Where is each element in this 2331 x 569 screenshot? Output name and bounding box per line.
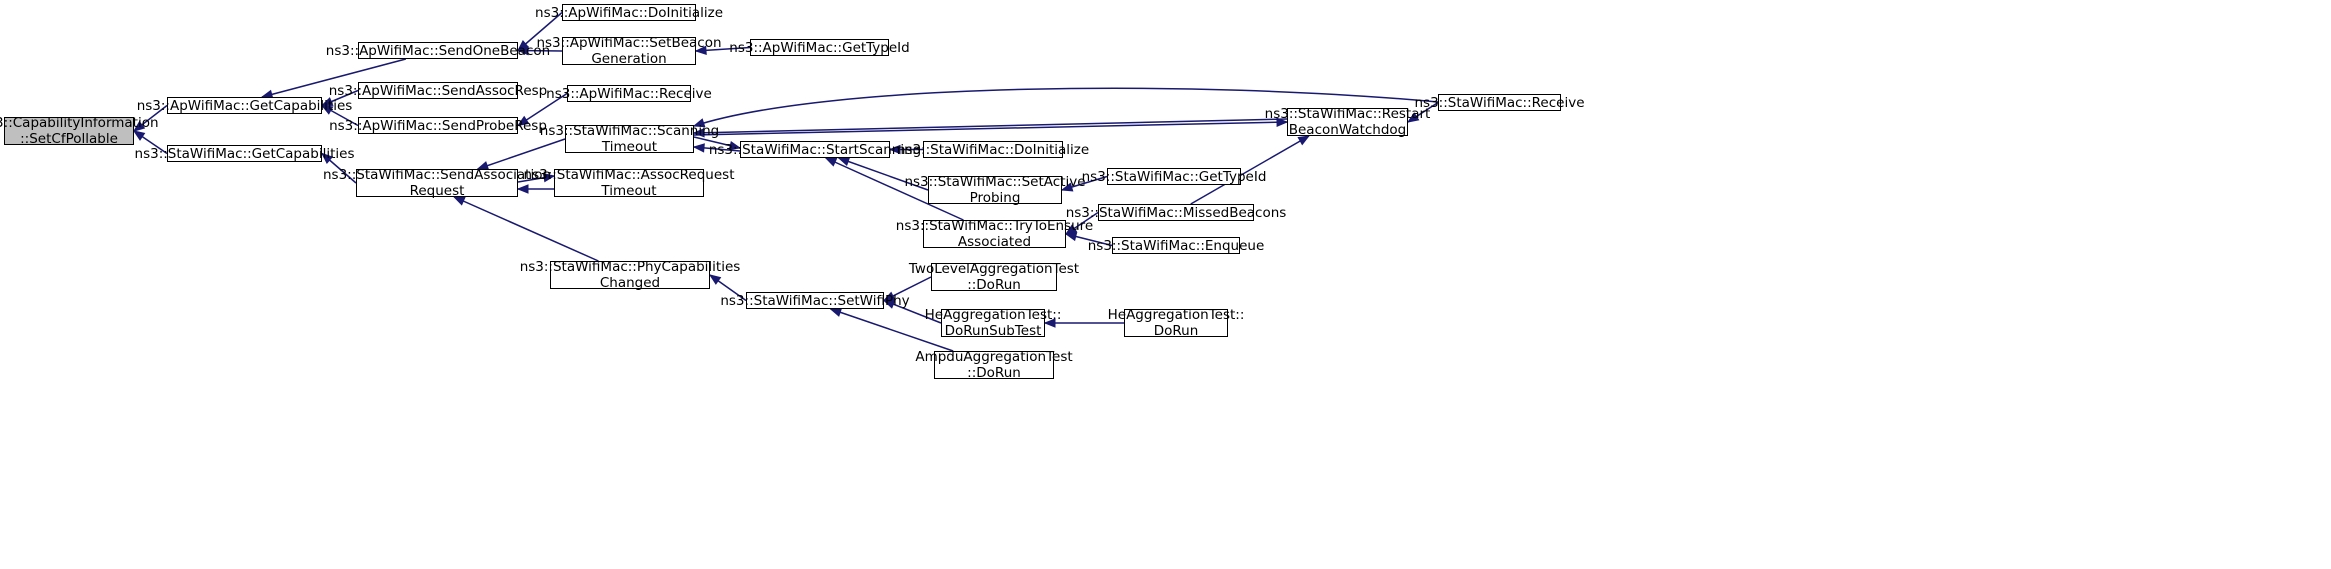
node-ap-send-probe-resp[interactable]: ns3::ApWifiMac::SendProbeResp — [329, 117, 547, 134]
edge-n11-to-n10 — [477, 138, 566, 170]
node-ap-send-one-beacon[interactable]: ns3::ApWifiMac::SendOneBeacon — [325, 42, 551, 59]
node-sta-missed-beacons[interactable]: ns3::StaWifiMac::MissedBeacons — [1065, 204, 1287, 221]
edge-arrowhead — [728, 140, 742, 151]
edge-arrowhead — [708, 274, 722, 285]
node-he-aggregation-test-do-run-sub-test[interactable]: HeAggregationTest:: DoRunSubTest — [924, 307, 1062, 339]
edge-arrowhead — [824, 157, 838, 167]
edge-arrowhead — [542, 173, 556, 183]
edge-arrowhead — [692, 143, 705, 153]
node-sta-get-type-id[interactable]: ns3::StaWifiMac::GetTypeId — [1081, 168, 1267, 185]
edge-arrowhead — [320, 152, 334, 164]
edge-n3-to-n1 — [261, 58, 407, 98]
edge-arrowhead — [516, 45, 529, 56]
edge-arrowhead — [132, 130, 146, 141]
edge-arrowhead — [132, 120, 146, 132]
node-sta-start-scanning[interactable]: ns3::StaWifiMac::StartScanning — [708, 141, 922, 158]
edge-arrowhead — [452, 196, 466, 206]
call-graph-edges — [132, 11, 1439, 352]
node-sta-scanning-timeout[interactable]: ns3::StaWifiMac::Scanning Timeout — [539, 123, 720, 155]
node-two-level-aggregation-test-do-run[interactable]: TwoLevelAggregationTest ::DoRun — [908, 261, 1080, 293]
node-ap-get-capabilities[interactable]: ns3::ApWifiMac::GetCapabilities — [136, 97, 353, 114]
node-ap-receive[interactable]: ns3::ApWifiMac::Receive — [546, 85, 712, 102]
node-sta-do-initialize[interactable]: ns3::StaWifiMac::DoInitialize — [896, 141, 1090, 158]
edge-arrowhead — [829, 307, 843, 317]
edge-n18-to-n14 — [838, 157, 929, 191]
edge-n15-to-n11 — [693, 118, 1288, 134]
node-sta-enqueue[interactable]: ns3::StaWifiMac::Enqueue — [1087, 237, 1265, 254]
edge-n13-to-n10 — [453, 196, 599, 262]
node-sta-phy-capabilities-changed[interactable]: ns3::StaWifiMac::PhyCapabilities Changed — [519, 259, 741, 291]
edge-arrowhead — [882, 299, 896, 309]
node-ap-send-assoc-resp[interactable]: ns3::ApWifiMac::SendAssocResp — [328, 82, 548, 99]
edge-arrowhead — [1297, 135, 1311, 146]
edge-arrowhead — [1064, 231, 1078, 242]
edge-n20-to-n14 — [825, 157, 964, 221]
edge-arrowhead — [320, 97, 334, 107]
edge-arrowhead — [516, 115, 530, 127]
edge-arrowhead — [1060, 182, 1074, 192]
node-ap-set-beacon-generation[interactable]: ns3::ApWifiMac::SetBeacon Generation — [536, 35, 722, 67]
node-ap-get-type-id[interactable]: ns3::ApWifiMac::GetTypeId — [729, 39, 910, 56]
edge-n21-to-n15 — [1190, 135, 1310, 205]
edge-arrowhead — [1043, 318, 1056, 328]
edge-arrowhead — [1276, 117, 1289, 127]
edge-n27-to-n23 — [830, 308, 954, 352]
node-sta-set-wifi-phy[interactable]: ns3::StaWifiMac::SetWifiPhy — [720, 292, 910, 309]
edge-n11-to-n15 — [693, 121, 1288, 136]
node-sta-restart-beacon-watchdog[interactable]: ns3::StaWifiMac::Restart BeaconWatchdog — [1264, 106, 1431, 138]
node-ampdu-aggregation-test-do-run[interactable]: AmpduAggregationTest ::DoRun — [915, 349, 1073, 381]
edge-n16-to-n11 — [693, 87, 1439, 127]
edge-arrowhead — [888, 144, 901, 155]
node-ap-do-initialize[interactable]: ns3::ApWifiMac::DoInitialize — [535, 4, 723, 21]
node-sta-receive[interactable]: ns3::StaWifiMac::Receive — [1414, 94, 1585, 111]
node-set-cf-pollable: ns3::CapabilityInformation ::SetCfPollab… — [0, 115, 159, 147]
node-sta-assoc-request-timeout[interactable]: ns3::StaWifiMac::AssocRequest Timeout — [523, 167, 735, 199]
edge-arrowhead — [320, 104, 334, 115]
node-sta-send-association-request[interactable]: ns3::StaWifiMac::SendAssociation Request — [322, 167, 552, 199]
node-sta-get-capabilities[interactable]: ns3::StaWifiMac::GetCapabilities — [134, 145, 355, 162]
edge-arrowhead — [692, 118, 706, 128]
node-sta-try-to-ensure-associated[interactable]: ns3::StaWifiMac::TryToEnsure Associated — [895, 218, 1094, 250]
edge-arrowhead — [516, 184, 529, 194]
edge-arrowhead — [694, 45, 707, 56]
node-sta-set-active-probing[interactable]: ns3::StaWifiMac::SetActive Probing — [904, 174, 1086, 206]
node-he-aggregation-test-do-run[interactable]: HeAggregationTest:: DoRun — [1107, 307, 1245, 339]
edge-arrowhead — [1406, 112, 1420, 123]
